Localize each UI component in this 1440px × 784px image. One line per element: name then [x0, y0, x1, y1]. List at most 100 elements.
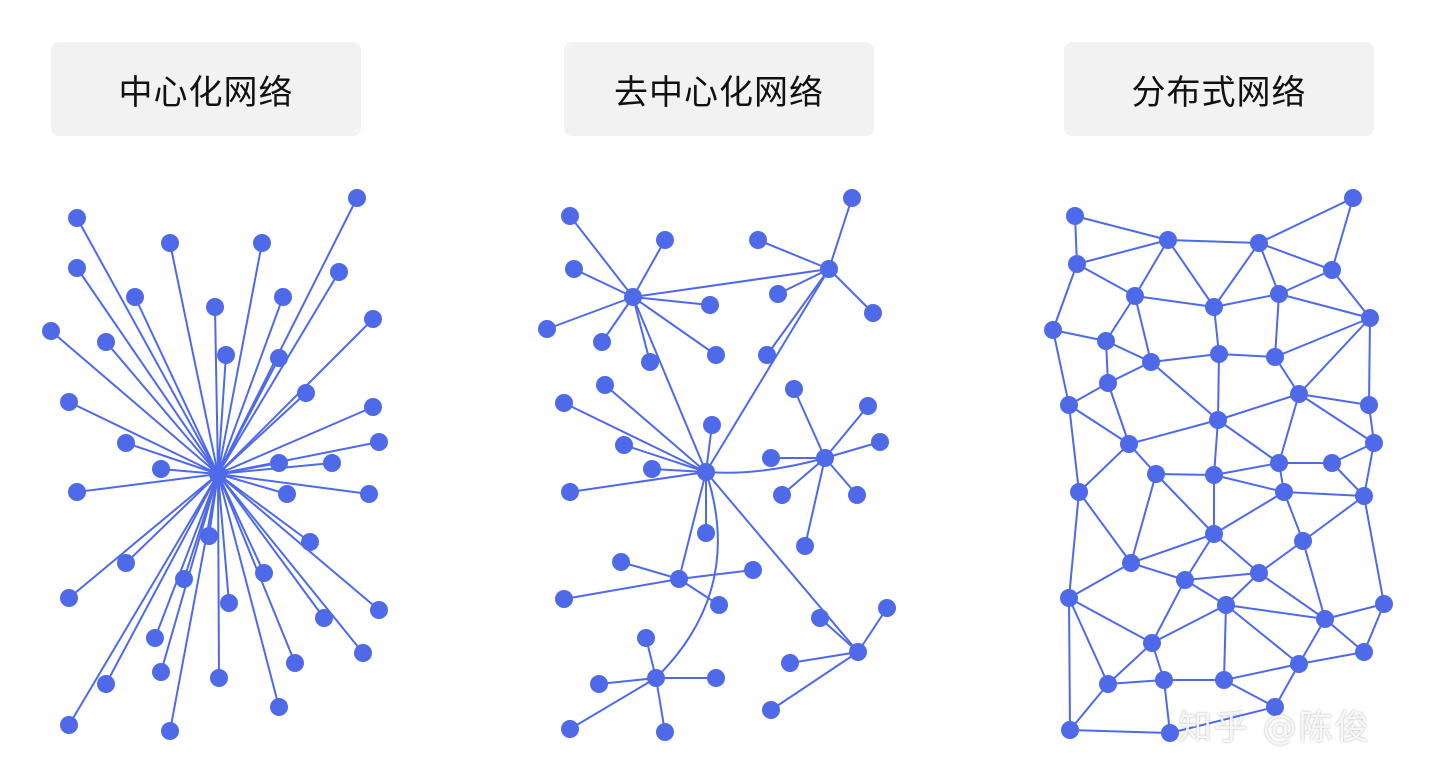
mesh-edge: [1167, 239, 1260, 244]
cluster-spoke-edge: [757, 239, 830, 270]
mesh-edge: [1225, 604, 1300, 665]
mesh-node: [1120, 435, 1138, 453]
mesh-node: [1061, 721, 1079, 739]
mesh-node: [1122, 554, 1140, 572]
hub-spoke-edge: [160, 468, 219, 475]
cluster-spoke-edge: [563, 578, 680, 600]
mesh-edge: [1278, 293, 1371, 319]
mesh-edge: [1076, 239, 1169, 265]
leaf-node: [615, 436, 633, 454]
leaf-node: [612, 553, 630, 571]
leaf-node: [274, 288, 292, 306]
leaf-node: [561, 207, 579, 225]
cluster-spoke-edge: [623, 444, 707, 473]
leaf-node: [146, 629, 164, 647]
mesh-node: [1044, 321, 1062, 339]
leaf-node: [97, 675, 115, 693]
leaf-node: [286, 654, 304, 672]
centralized-network-diagram: [42, 189, 388, 740]
mesh-edge: [1169, 706, 1276, 734]
mesh-node: [1355, 643, 1373, 661]
leaf-node: [710, 596, 728, 614]
hub-spoke-edge: [217, 318, 374, 475]
leaf-node: [769, 285, 787, 303]
mesh-edge: [1283, 491, 1365, 497]
hub-spoke-edge: [217, 357, 280, 475]
hub-link-edge: [632, 268, 830, 298]
hub-spoke-edge: [217, 296, 284, 475]
cluster-spoke-edge: [569, 471, 707, 493]
leaf-node: [796, 537, 814, 555]
cluster-spoke-edge: [678, 569, 754, 580]
leaf-node: [152, 460, 170, 478]
cluster-spoke-edge: [824, 405, 869, 459]
leaf-node: [703, 416, 721, 434]
mesh-edge: [1331, 269, 1371, 319]
cluster-spoke-edge: [569, 677, 657, 730]
mesh-node: [1355, 487, 1373, 505]
mesh-edge: [1225, 604, 1326, 620]
leaf-node: [561, 720, 579, 738]
mesh-node: [1270, 454, 1288, 472]
leaf-node: [278, 485, 296, 503]
cluster-spoke-edge: [828, 197, 853, 270]
mesh-node: [1143, 634, 1161, 652]
leaf-node: [707, 346, 725, 364]
leaf-node: [161, 234, 179, 252]
mesh-edge: [1068, 597, 1071, 731]
central-hub-node: [209, 465, 227, 483]
local-hub-node: [849, 643, 867, 661]
mesh-edge: [1107, 382, 1130, 445]
leaf-node: [656, 723, 674, 741]
hub-spoke-edge: [217, 473, 325, 619]
mesh-node: [1266, 348, 1284, 366]
leaf-node: [370, 433, 388, 451]
leaf-node: [701, 296, 719, 314]
local-hub-node: [624, 288, 642, 306]
cluster-spoke-edge: [604, 384, 707, 473]
mesh-edge: [1298, 651, 1365, 665]
hub-spoke-edge: [105, 473, 219, 685]
leaf-node: [707, 669, 725, 687]
mesh-node: [1147, 465, 1165, 483]
cluster-spoke-edge: [824, 441, 881, 459]
leaf-node: [270, 454, 288, 472]
decentralized-network-diagram: [538, 189, 896, 741]
mesh-edge: [1074, 215, 1169, 241]
leaf-node: [590, 675, 608, 693]
mesh-edge: [1223, 679, 1276, 708]
mesh-edge: [1368, 317, 1371, 406]
mesh-edge: [1068, 404, 1080, 493]
mesh-edge: [1324, 603, 1385, 620]
leaf-node: [68, 209, 86, 227]
hub-spoke-edge: [217, 473, 370, 495]
mesh-edge: [1217, 419, 1280, 464]
leaf-node: [175, 570, 193, 588]
leaf-node: [330, 263, 348, 281]
hub-spoke-edge: [76, 267, 219, 475]
mesh-edge: [1134, 295, 1152, 363]
leaf-node: [200, 527, 218, 545]
hub-spoke-edge: [76, 473, 219, 493]
local-hub-node: [697, 463, 715, 481]
leaf-node: [60, 716, 78, 734]
mesh-edge: [1068, 491, 1080, 599]
leaf-node: [255, 564, 273, 582]
mesh-edge: [1298, 393, 1370, 406]
mesh-node: [1126, 287, 1144, 305]
leaf-node: [60, 393, 78, 411]
mesh-edge: [1130, 533, 1215, 564]
leaf-node: [762, 701, 780, 719]
leaf-node: [656, 231, 674, 249]
mesh-edge: [1213, 462, 1280, 476]
cluster-spoke-edge: [655, 677, 666, 733]
mesh-node: [1217, 596, 1235, 614]
mesh-node: [1068, 255, 1086, 273]
hub-spoke-edge: [217, 441, 380, 475]
hub-spoke-edge: [217, 473, 311, 543]
mesh-edge: [1069, 683, 1109, 731]
cluster-spoke-edge: [770, 651, 859, 711]
mesh-node: [1290, 385, 1308, 403]
leaf-node: [538, 320, 556, 338]
mesh-node: [1099, 374, 1117, 392]
